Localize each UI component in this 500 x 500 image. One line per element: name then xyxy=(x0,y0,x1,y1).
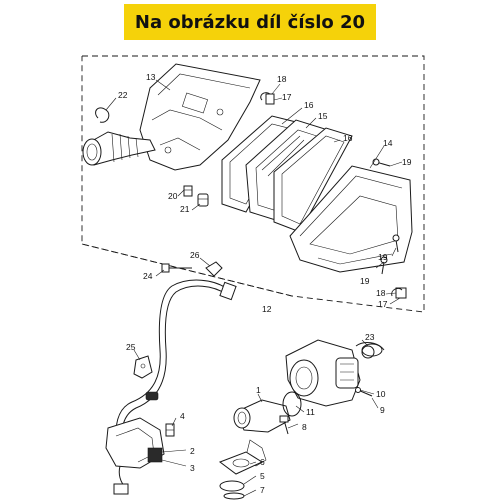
drain-hose-clip-top xyxy=(260,92,275,105)
air-filter-assembly-outline xyxy=(81,55,425,313)
callout-2: 2 xyxy=(190,446,195,456)
grommet-part-21 xyxy=(197,193,209,207)
callout-3: 3 xyxy=(190,463,195,473)
joint-clamp-part-11 xyxy=(282,391,302,417)
callout-14: 14 xyxy=(383,138,393,148)
callout-22: 22 xyxy=(118,90,128,100)
callout-17-bottom: 17 xyxy=(378,299,388,309)
intake-tube xyxy=(82,107,156,166)
callout-9: 9 xyxy=(380,405,385,415)
callout-24: 24 xyxy=(143,271,153,281)
o-ring-part-5 xyxy=(219,480,245,492)
page-title: Na obrázku díl číslo 20 xyxy=(134,11,366,33)
header-banner: Na obrázku díl číslo 20 xyxy=(124,4,376,40)
hose-bracket-part-25 xyxy=(133,355,153,379)
callout-8: 8 xyxy=(302,422,307,432)
callout-19-right: 19 xyxy=(402,157,412,167)
callout-19-low: 19 xyxy=(360,276,370,286)
callout-15: 15 xyxy=(318,111,328,121)
callout-26: 26 xyxy=(190,250,200,260)
callout-23: 23 xyxy=(365,332,375,342)
callout-13: 13 xyxy=(146,72,156,82)
callout-17-top: 17 xyxy=(282,92,292,102)
callout-25: 25 xyxy=(126,342,136,352)
leader-lines xyxy=(105,79,403,497)
callout-7: 7 xyxy=(260,485,265,495)
insulator-gasket-part-6 xyxy=(218,451,264,475)
screw-part-10 xyxy=(355,387,373,397)
throttle-body xyxy=(285,339,385,407)
cap-screw-3 xyxy=(380,256,388,275)
callout-labels: 13 22 18 17 16 15 16 14 19 20 21 19 19 2… xyxy=(118,72,412,495)
air-filter-cap xyxy=(289,165,413,273)
callout-16-outer: 16 xyxy=(343,133,353,143)
filter-gasket-outer xyxy=(273,127,353,233)
throttle-sensor-unit xyxy=(105,417,165,495)
callout-5: 5 xyxy=(260,471,265,481)
cap-screw-2 xyxy=(392,234,400,253)
callout-6: 6 xyxy=(260,457,265,467)
callout-4: 4 xyxy=(180,411,185,421)
callout-16-inner: 16 xyxy=(304,100,314,110)
callout-10: 10 xyxy=(376,389,386,399)
bolt-part-8 xyxy=(279,415,289,435)
bolt-part-24 xyxy=(161,263,192,273)
callout-18-top: 18 xyxy=(277,74,287,84)
callout-20: 20 xyxy=(168,191,178,201)
breather-hose xyxy=(116,279,237,447)
collar-part-20 xyxy=(183,185,193,197)
intake-joint xyxy=(233,399,291,467)
callout-19-mid: 19 xyxy=(378,252,388,262)
o-ring-part-7 xyxy=(223,492,245,500)
callout-11: 11 xyxy=(306,407,315,417)
hose-clamp-part-26 xyxy=(205,261,223,277)
plug-part-4 xyxy=(165,423,175,437)
callout-18-bottom: 18 xyxy=(376,288,386,298)
callout-21: 21 xyxy=(180,204,190,214)
callout-12: 12 xyxy=(262,304,272,314)
cap-screw-1 xyxy=(372,158,391,167)
callout-1: 1 xyxy=(256,385,261,395)
throttle-body-clamp-part-23 xyxy=(361,343,383,357)
